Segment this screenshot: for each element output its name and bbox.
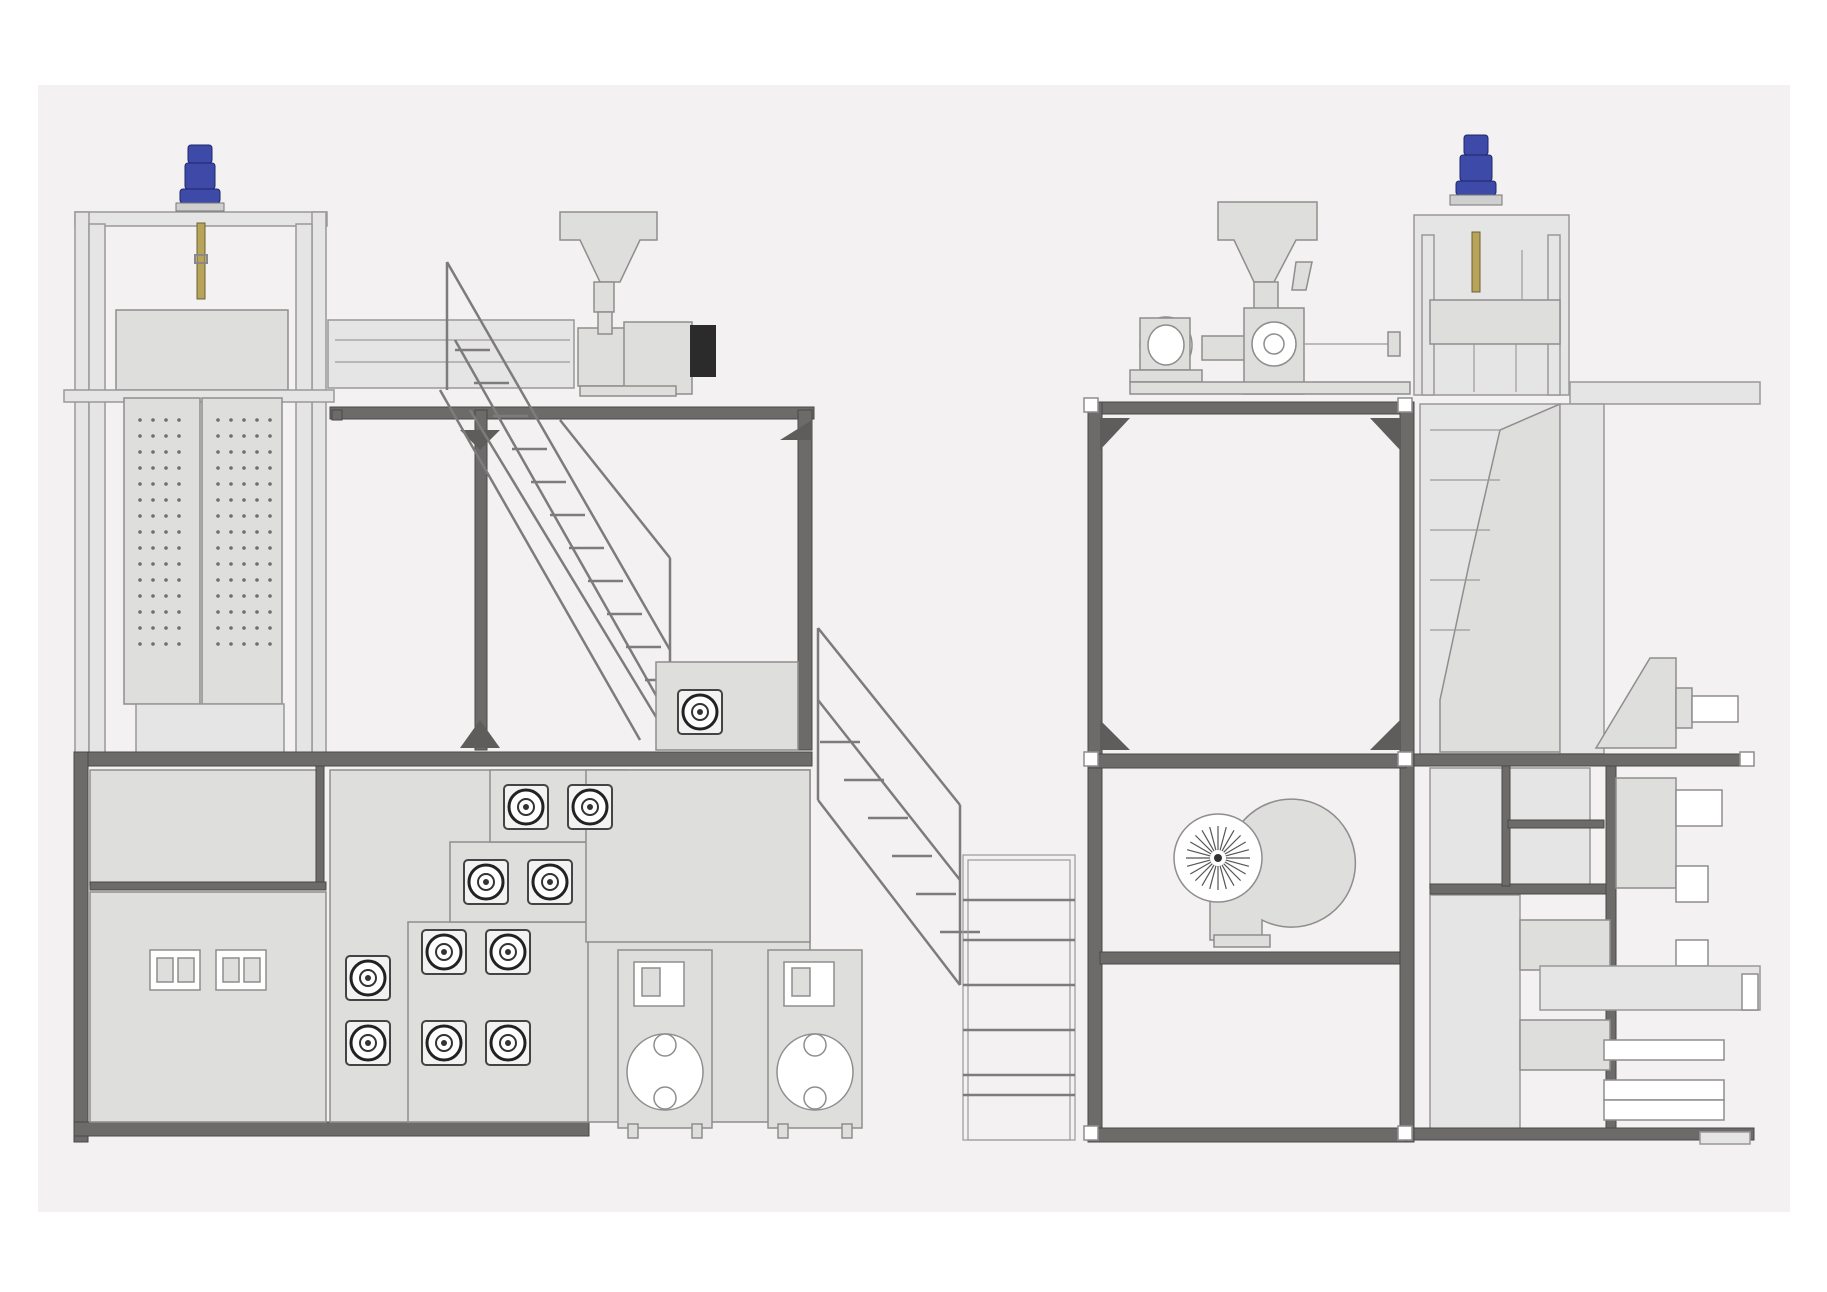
axial-fan-icon <box>345 1020 391 1066</box>
axial-fan-icon <box>567 784 613 830</box>
axial-fan-icon <box>345 955 391 1001</box>
hood-box <box>115 309 289 391</box>
axial-fan-icon <box>527 859 573 905</box>
side-lower-beam <box>1099 951 1401 965</box>
axial-fan-icon <box>677 689 723 735</box>
axial-fan-icon <box>485 1020 531 1066</box>
axial-fan-icon <box>485 929 531 975</box>
side-mid-beam <box>1087 753 1407 769</box>
axial-fan-icon <box>503 784 549 830</box>
side-top-beam <box>1087 401 1407 415</box>
chiller-unit-icon <box>617 949 713 1139</box>
staircase-upper <box>438 261 680 741</box>
side-deck-ext <box>1569 381 1761 405</box>
side-right-structure <box>1413 402 1761 1145</box>
upper-deck-beam <box>329 406 815 420</box>
centrifugal-blower-icon <box>1173 798 1357 948</box>
lower-panel-a <box>89 769 319 886</box>
lower-column-left <box>73 751 89 1143</box>
side-column-mid <box>1399 401 1415 1143</box>
side-elevation <box>1083 134 1761 1145</box>
chiller-unit-icon <box>767 949 863 1139</box>
control-switches <box>149 949 267 991</box>
side-extruder <box>1129 201 1411 395</box>
axial-fan-icon <box>421 1020 467 1066</box>
staircase-lower <box>816 627 1076 1141</box>
lower-panel-b <box>89 891 327 1123</box>
side-base-beam <box>1087 1127 1407 1143</box>
upper-column-right <box>797 409 813 751</box>
extruder <box>327 211 716 397</box>
front-elevation <box>63 144 1076 1143</box>
gearmotor-icon <box>1449 134 1503 293</box>
axial-fan-icon <box>463 859 509 905</box>
gearmotor-icon <box>175 144 225 300</box>
tower-frame <box>74 211 328 758</box>
axial-fan-icon <box>421 929 467 975</box>
base-beam <box>73 1121 590 1137</box>
perforated-cabinet <box>123 397 285 755</box>
middle-floor-beam <box>73 751 813 767</box>
upper-column <box>474 409 488 751</box>
side-column-left <box>1087 401 1103 1143</box>
side-tower <box>1413 214 1570 396</box>
